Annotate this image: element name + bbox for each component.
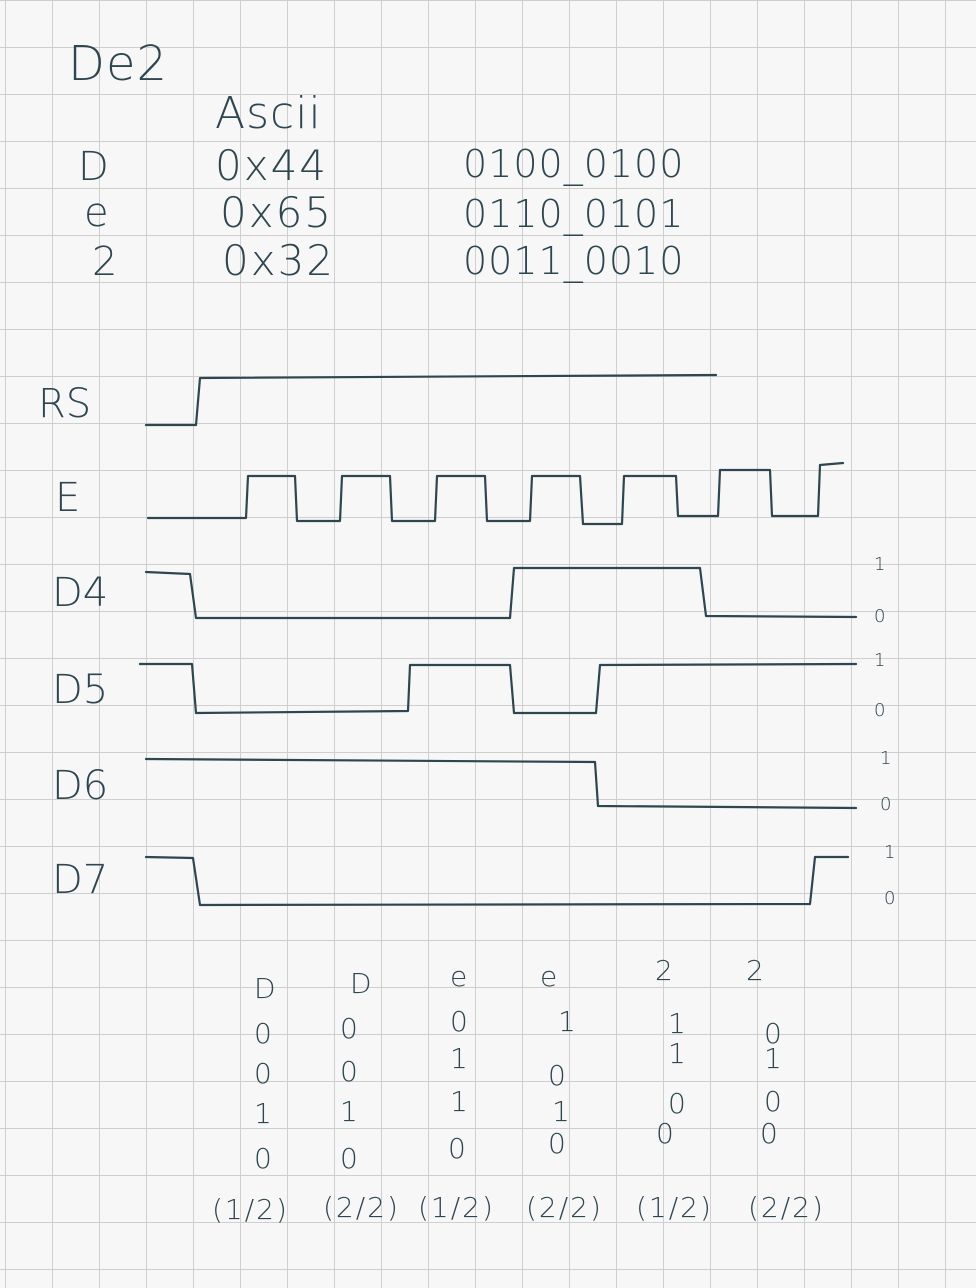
d5-waveform — [138, 662, 858, 715]
nibble-bit: 0 — [340, 1055, 358, 1088]
nibble-char: e — [540, 960, 558, 993]
nibble-part: (2/2) — [748, 1191, 825, 1224]
ascii-header: Ascii — [215, 88, 322, 139]
nibble-bit: 0 — [340, 1142, 358, 1175]
level-d6-high: 1 — [880, 748, 892, 769]
signal-label-d5: D5 — [52, 667, 109, 713]
nibble-bit: 1 — [340, 1095, 358, 1128]
nibble-char: D — [254, 972, 276, 1005]
page-title: De2 — [68, 36, 169, 92]
nibble-char: D — [350, 967, 372, 1000]
d6-waveform — [144, 757, 858, 810]
nibble-bit: 0 — [450, 1005, 468, 1038]
table-char-2: 2 — [92, 239, 118, 285]
table-hex-2: 0x32 — [222, 236, 336, 285]
nibble-part: (1/2) — [418, 1191, 495, 1224]
d4-waveform — [144, 566, 858, 620]
signal-label-rs: RS — [38, 381, 92, 427]
nibble-part: (2/2) — [323, 1191, 400, 1224]
nibble-bit: 0 — [760, 1117, 778, 1150]
nibble-bit: 1 — [254, 1097, 272, 1130]
nibble-bit: 0 — [254, 1057, 272, 1090]
signal-label-d4: D4 — [52, 570, 109, 616]
level-d5-low: 0 — [874, 700, 886, 721]
nibble-part: (2/2) — [526, 1191, 603, 1224]
nibble-bit: 1 — [552, 1095, 570, 1128]
nibble-part: (1/2) — [212, 1193, 289, 1226]
table-char-d: D — [78, 144, 109, 190]
table-hex-e: 0x65 — [220, 188, 334, 237]
nibble-bit: 0 — [656, 1117, 674, 1150]
signal-label-d7: D7 — [52, 857, 109, 903]
signal-label-d6: D6 — [52, 763, 109, 809]
nibble-bit: 1 — [450, 1085, 468, 1118]
nibble-char: 2 — [746, 954, 764, 987]
nibble-char: e — [450, 960, 468, 993]
nibble-char: 2 — [655, 954, 673, 987]
table-char-e: e — [84, 190, 109, 236]
nibble-bit: 0 — [764, 1017, 782, 1050]
signal-label-e: E — [55, 475, 81, 521]
nibble-part: (1/2) — [636, 1191, 713, 1224]
table-bin-2: 0011_0010 — [463, 239, 685, 283]
nibble-bit: 0 — [254, 1142, 272, 1175]
rs-waveform — [144, 373, 718, 427]
nibble-bit: 0 — [448, 1132, 466, 1165]
table-bin-e: 0110_0101 — [463, 192, 685, 236]
table-bin-d: 0100_0100 — [463, 142, 685, 186]
level-d5-high: 1 — [874, 650, 886, 671]
e-waveform — [146, 461, 845, 526]
nibble-bit: 1 — [450, 1042, 468, 1075]
nibble-bit: 1 — [668, 1037, 686, 1070]
nibble-bit: 0 — [764, 1085, 782, 1118]
nibble-bit: 0 — [668, 1087, 686, 1120]
d7-waveform — [144, 855, 850, 907]
nibble-bit: 1 — [668, 1007, 686, 1040]
nibble-bit: 0 — [548, 1127, 566, 1160]
level-d4-high: 1 — [874, 554, 886, 575]
nibble-bit: 0 — [340, 1012, 358, 1045]
level-d7-high: 1 — [884, 842, 896, 863]
nibble-bit: 0 — [254, 1017, 272, 1050]
nibble-bit: 1 — [764, 1042, 782, 1075]
level-d6-low: 0 — [880, 794, 892, 815]
nibble-bit: 0 — [548, 1059, 566, 1092]
table-hex-d: 0x44 — [215, 141, 329, 190]
nibble-bit: 1 — [558, 1005, 576, 1038]
level-d7-low: 0 — [884, 888, 896, 909]
level-d4-low: 0 — [874, 606, 886, 627]
